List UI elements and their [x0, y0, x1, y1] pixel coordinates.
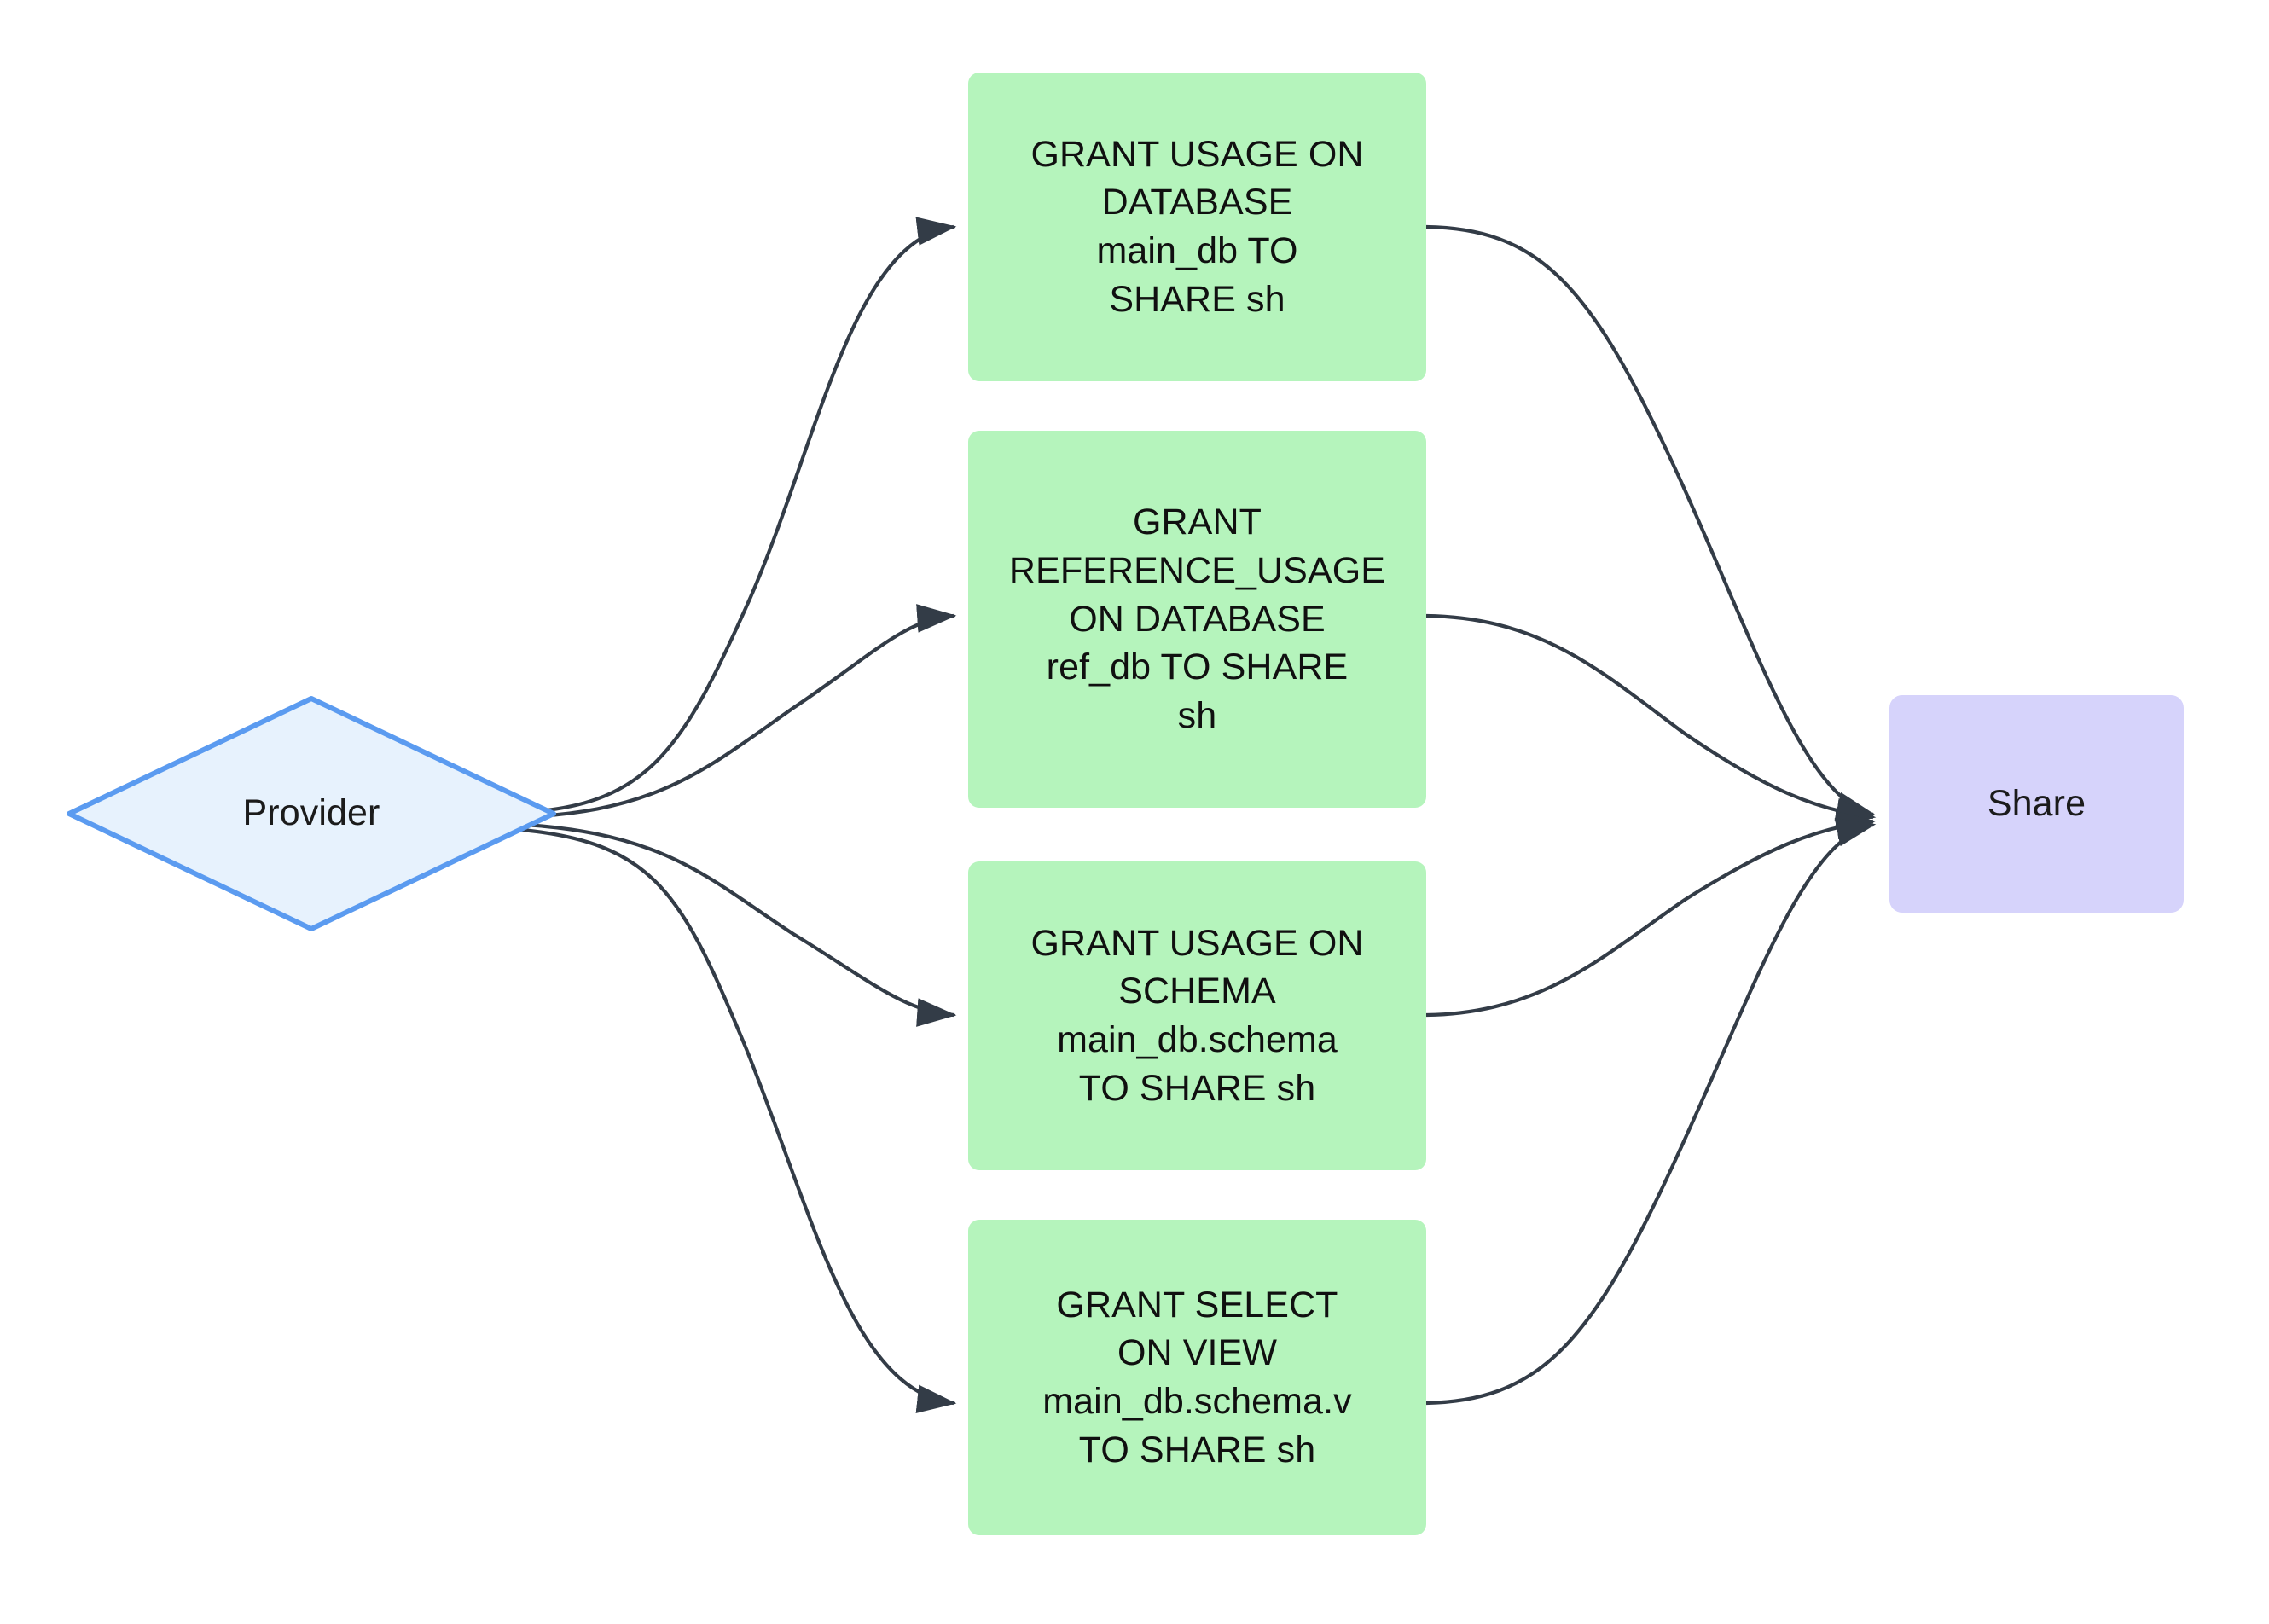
edge-grant-usage-schema-to-share: [1425, 810, 1877, 1018]
edge-grant-select-view-to-share: [1425, 818, 1877, 1406]
node-grant-usage-database[interactable]: GRANT USAGE ON DATABASE main_db TO SHARE…: [968, 72, 1426, 381]
node-grant-usage-database-label: GRANT USAGE ON DATABASE main_db TO SHARE…: [1030, 133, 1364, 320]
edge-provider-to-grant-usage-database: [511, 217, 957, 815]
node-grant-select-view[interactable]: GRANT SELECT ON VIEW main_db.schema.v TO…: [968, 1220, 1426, 1535]
edge-provider-to-grant-usage-schema: [511, 821, 957, 1027]
node-provider-label: Provider: [242, 792, 380, 834]
edge-grant-reference-usage-to-share: [1425, 613, 1877, 827]
edge-provider-to-grant-select-view: [511, 826, 957, 1413]
node-grant-select-view-label: GRANT SELECT ON VIEW main_db.schema.v TO…: [1042, 1284, 1352, 1470]
edge-grant-usage-database-to-share: [1425, 224, 1877, 821]
node-share[interactable]: Share: [1889, 695, 2184, 913]
node-grant-usage-schema[interactable]: GRANT USAGE ON SCHEMA main_db.schema TO …: [968, 861, 1426, 1170]
node-share-label: Share: [1987, 782, 2086, 824]
node-grant-reference-usage-label: GRANT REFERENCE_USAGE ON DATABASE ref_db…: [1008, 502, 1386, 737]
node-provider[interactable]: Provider: [64, 693, 559, 934]
diamond-shape: [67, 696, 556, 931]
node-grant-reference-usage[interactable]: GRANT REFERENCE_USAGE ON DATABASE ref_db…: [968, 431, 1426, 808]
node-grant-usage-schema-label: GRANT USAGE ON SCHEMA main_db.schema TO …: [1030, 922, 1364, 1109]
edge-provider-to-grant-reference-usage: [511, 604, 957, 820]
